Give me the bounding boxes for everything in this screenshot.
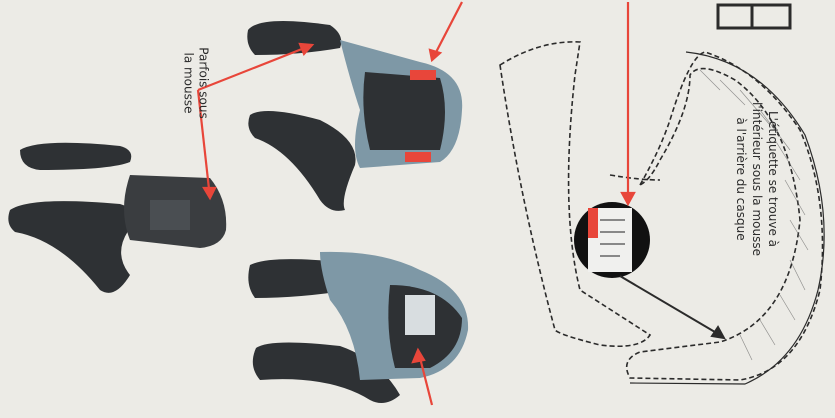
box-frame-icon bbox=[718, 5, 790, 28]
caption-right-line1: L'étiquette se trouve à bbox=[765, 102, 781, 256]
black-pointer-arrow bbox=[620, 276, 724, 338]
neck-brace-icon bbox=[8, 143, 226, 293]
caption-label-location: L'étiquette se trouve à l'intérieur sous… bbox=[670, 100, 750, 148]
label-closeup-icon bbox=[574, 202, 650, 278]
neck-brace-bottom-icon bbox=[248, 252, 468, 403]
caption-left-line1: Parfois sous bbox=[196, 47, 211, 118]
caption-right-line3: à l'arrière du casque bbox=[733, 102, 749, 256]
arrowhead-3 bbox=[430, 50, 440, 60]
arrowhead-5 bbox=[622, 193, 634, 204]
caption-sometimes-under-foam: Parfois sous la mousse bbox=[150, 38, 210, 68]
caption-right-line2: l'intérieur sous la mousse bbox=[749, 102, 765, 256]
caption-left-line2: la mousse bbox=[181, 47, 196, 118]
